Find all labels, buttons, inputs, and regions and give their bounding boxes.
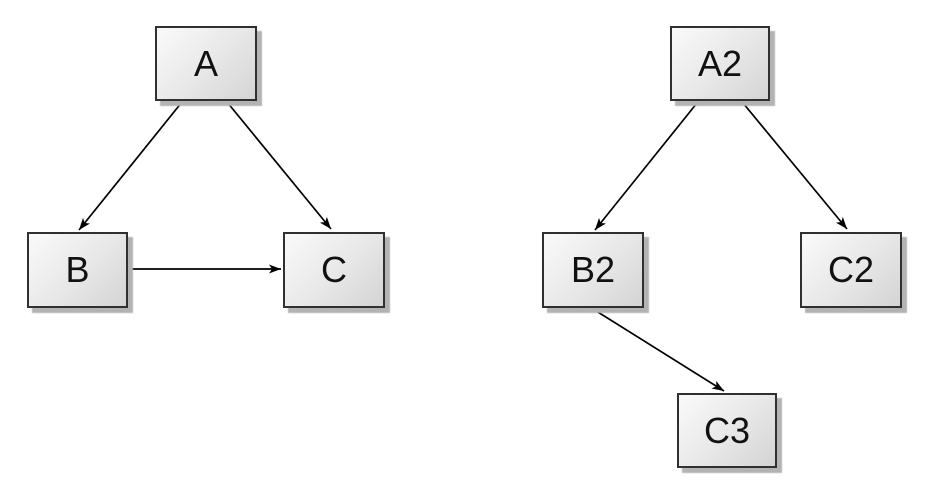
edge-B2-to-C3 bbox=[592, 308, 725, 392]
edge-A2-to-B2 bbox=[594, 102, 698, 231]
edge-A2-to-C2 bbox=[742, 102, 848, 230]
edge-A-to-C bbox=[226, 101, 332, 230]
edge-A-to-B bbox=[78, 101, 183, 231]
